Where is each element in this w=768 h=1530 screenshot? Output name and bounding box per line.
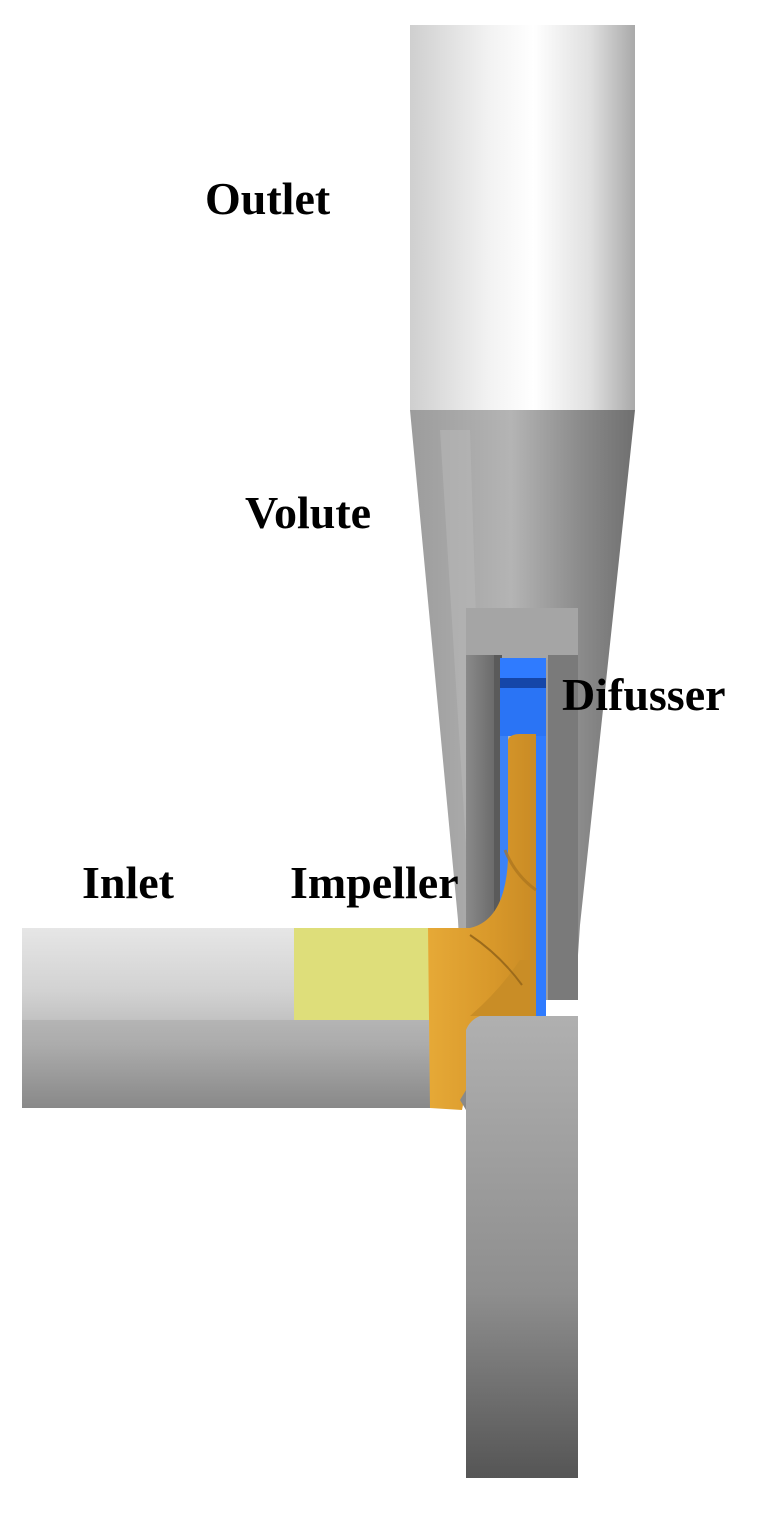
lower-volute-body <box>466 1016 578 1478</box>
outlet-pipe <box>410 25 635 410</box>
outlet-label: Outlet <box>205 173 331 224</box>
diffuser <box>500 658 546 1016</box>
impeller-label: Impeller <box>290 857 459 908</box>
impeller-inlet-region <box>294 928 430 1020</box>
impeller <box>428 734 537 1110</box>
volute-label: Volute <box>245 487 371 538</box>
difusser-label: Difusser <box>562 669 726 720</box>
inlet-label: Inlet <box>82 857 175 908</box>
diffuser-housing <box>466 608 578 1000</box>
